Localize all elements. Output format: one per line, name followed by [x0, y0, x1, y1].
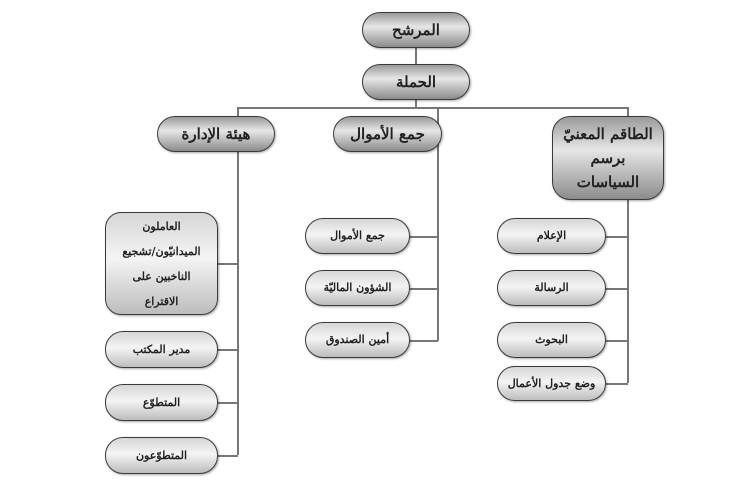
child-agenda: وضع جدول الأعمال: [497, 366, 606, 401]
child-research: البحوث: [497, 322, 606, 358]
connector: [606, 288, 628, 290]
child-treasurer: أمين الصندوق: [305, 322, 410, 358]
connector: [627, 107, 629, 383]
connector: [218, 402, 238, 404]
connector: [606, 236, 628, 238]
child-message: الرسالة: [497, 270, 606, 306]
connector: [218, 349, 238, 351]
branch-policy: الطاقم المعنيّ برسم السياسات: [552, 116, 664, 200]
connector: [606, 383, 628, 385]
connector: [410, 340, 438, 342]
connector: [606, 340, 628, 342]
child-office-manager: مدير المكتب: [105, 331, 218, 368]
child-fundraising: جمع الأموال: [305, 218, 410, 254]
connector: [437, 107, 439, 341]
branch-management: هيئة الإدارة: [157, 116, 275, 152]
connector: [237, 107, 239, 455]
child-field-workers: العاملون الميدانيّون/تشجيع الناخبين على …: [105, 212, 218, 315]
campaign-node: الحملة: [362, 64, 470, 100]
child-finance: الشؤون الماليّة: [305, 270, 410, 306]
connector: [218, 455, 238, 457]
connector: [237, 107, 628, 109]
branch-fundraising: جمع الأموال: [333, 116, 442, 152]
connector: [218, 263, 238, 265]
child-volunteers: المتطوّعون: [105, 437, 218, 474]
child-media: الإعلام: [497, 218, 606, 254]
connector: [410, 288, 438, 290]
connector: [410, 236, 438, 238]
child-volunteer: المتطوّع: [105, 384, 218, 421]
root-node: المرشح: [362, 12, 470, 48]
